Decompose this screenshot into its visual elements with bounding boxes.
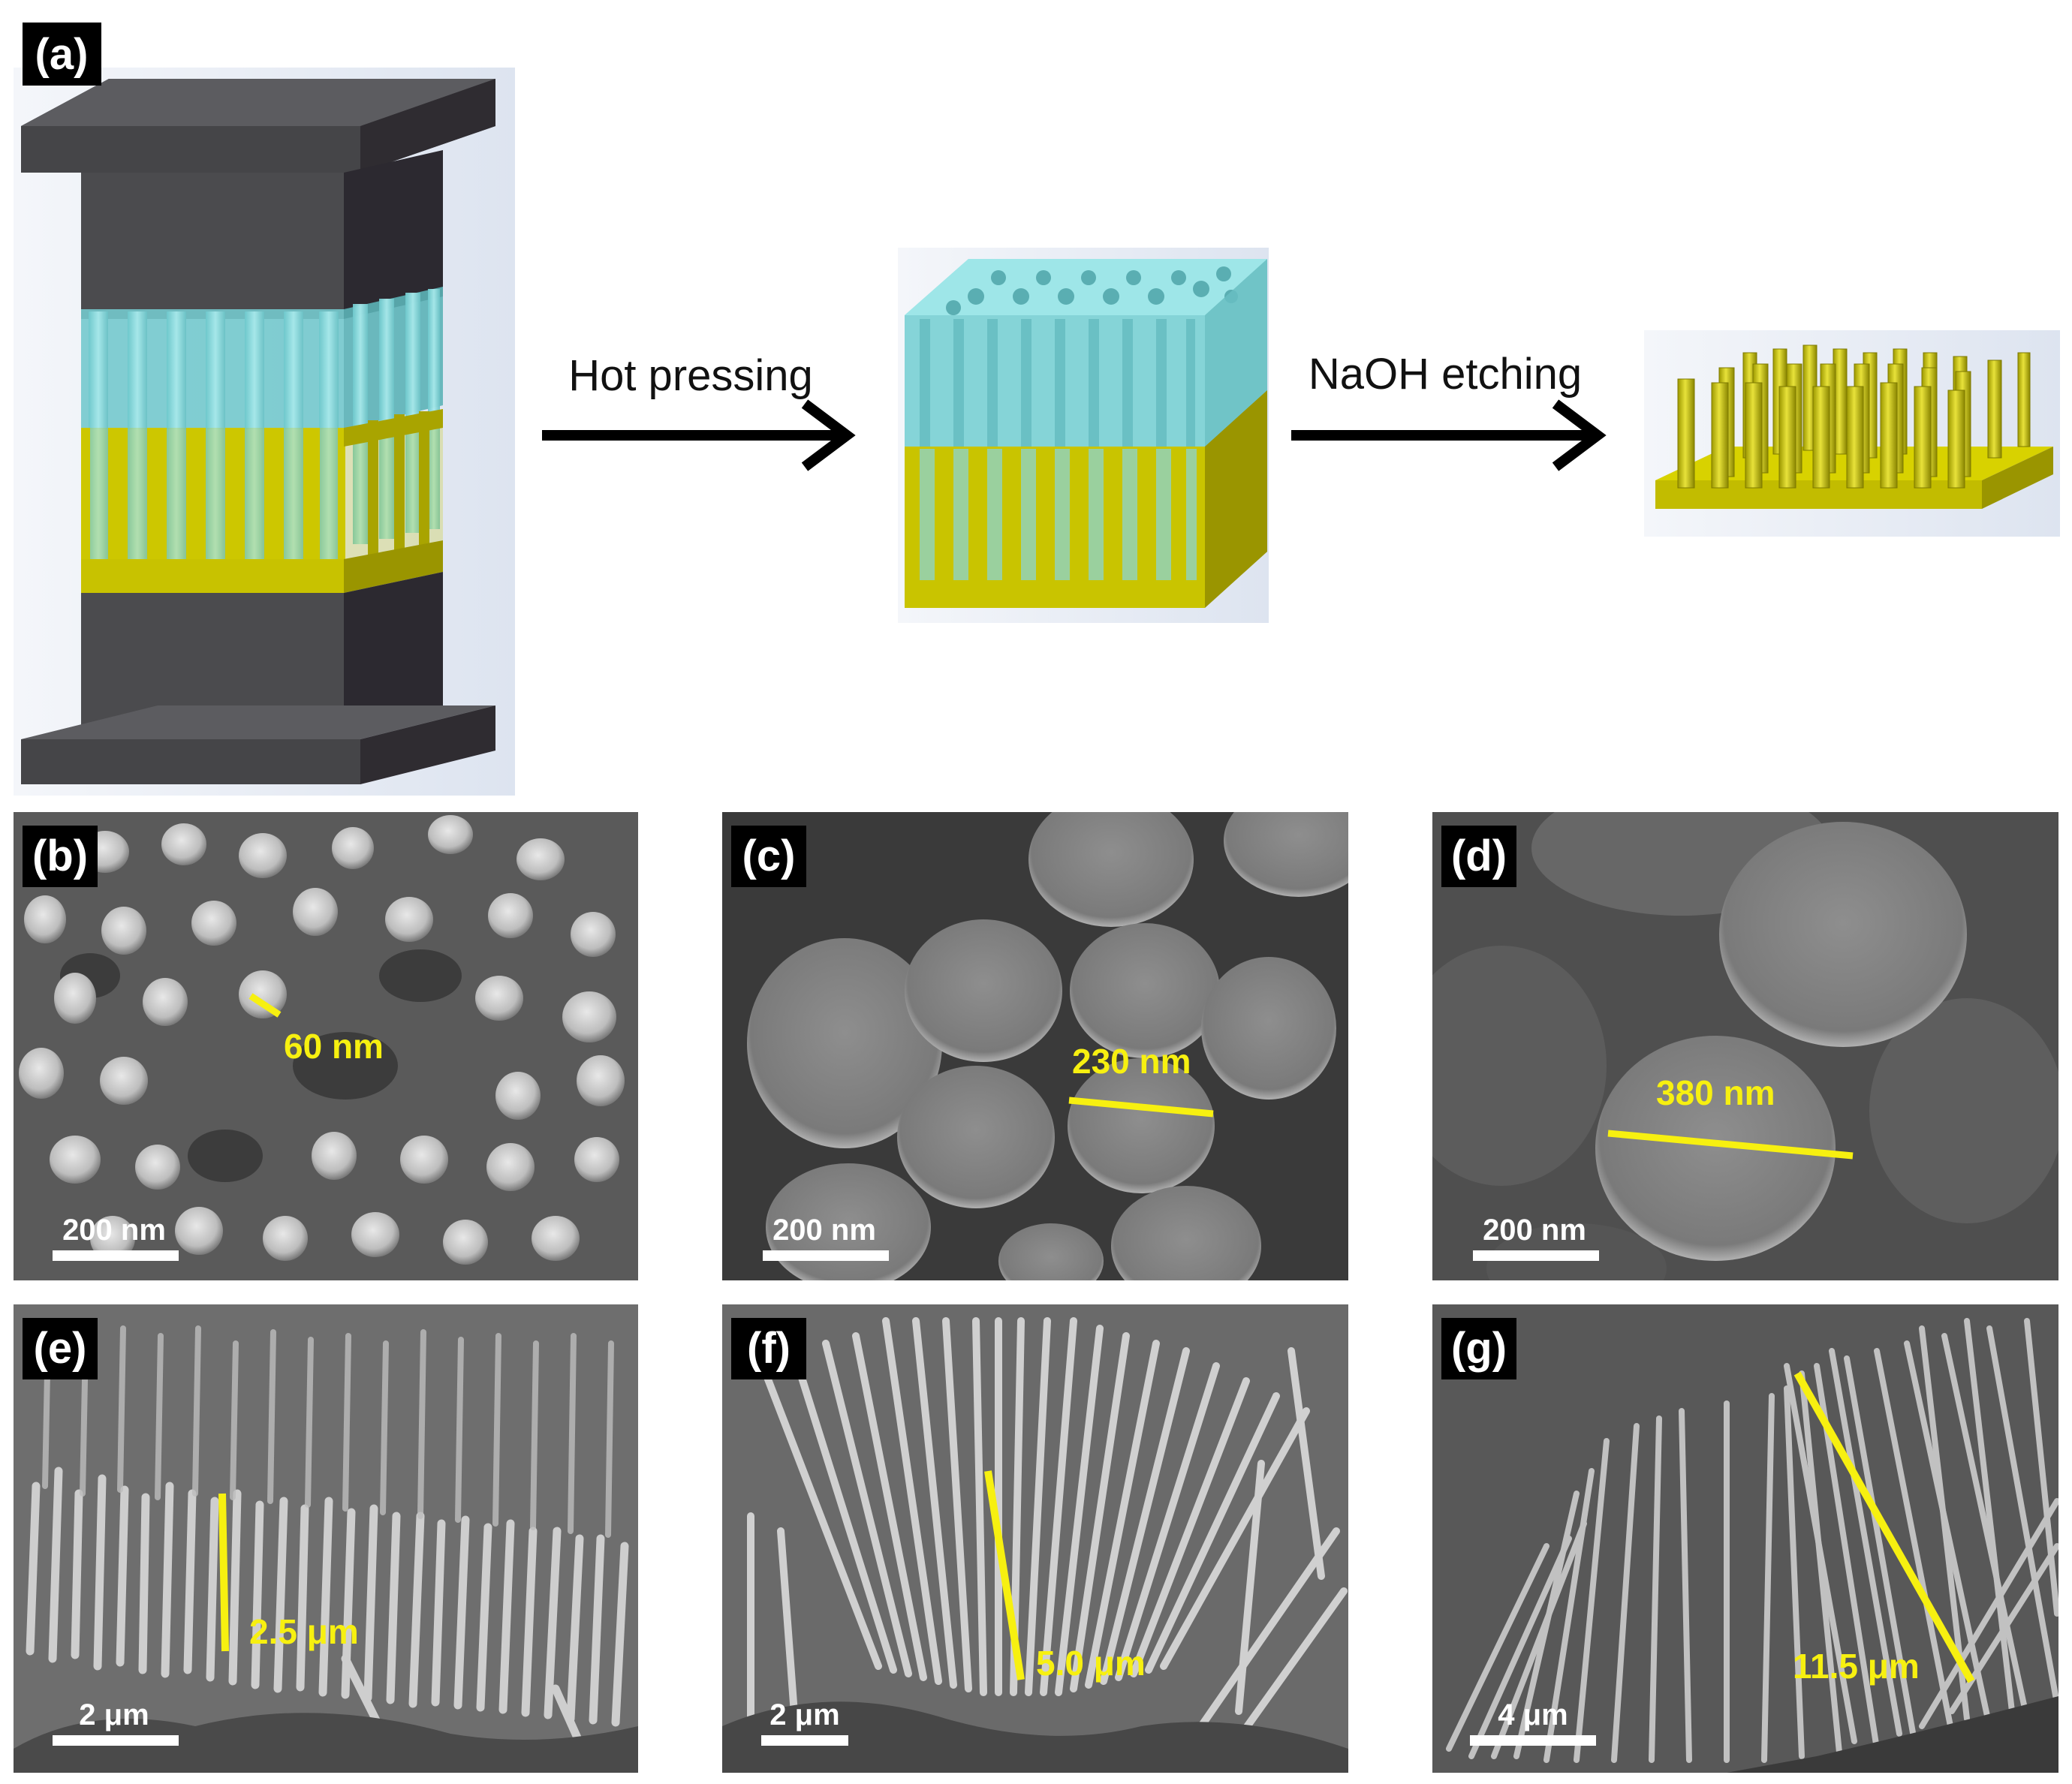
scale-bar-b [53,1250,179,1261]
measure-label-c: 230 nm [1072,1042,1191,1081]
measure-line-f [984,1470,1025,1680]
measure-label-g: 11.5 μm [1793,1647,1920,1686]
panel-c-label-box [731,826,806,887]
measure-line-c [1068,1097,1214,1118]
scale-bar-c [763,1250,889,1261]
step-naoh-etching-label: NaOH etching [1309,350,1582,399]
hot-press-apparatus [21,79,495,784]
measure-line-d [1607,1130,1854,1160]
measure-line-e [218,1493,229,1652]
panel-a: Hot pressing NaOH etching [14,23,2060,796]
panel-a-label: (a) [35,30,89,79]
measure-label-b: 60 nm [284,1027,384,1066]
panel-b-label-box [23,826,98,887]
scale-bar-label-e: 2 μm [79,1698,149,1731]
panel-c-label: (c) [742,832,796,880]
panel-d-label: (d) [1451,832,1507,880]
scale-bar-label-g: 4 μm [1498,1698,1568,1731]
scale-bar-f [761,1735,848,1746]
pores-b [19,815,625,1265]
scale-bar-g [1470,1735,1596,1746]
panel-f-label: (f) [747,1324,791,1373]
measure-line-g [1793,1371,1975,1683]
nanorod-array [1655,344,2053,509]
measure-label-e: 2.5 μm [249,1612,359,1651]
panel-f: 5.0 μm (f) 2 μm [722,1304,1348,1773]
panel-c: 230 nm (c) 200 nm [722,812,1348,1280]
scale-bar-label-f: 2 μm [769,1698,839,1731]
scale-bar-label-d: 200 nm [1483,1214,1586,1247]
panel-a-label-box [23,23,101,86]
panel-g-label: (g) [1451,1324,1507,1373]
nanowires-f [722,1317,1348,1773]
panel-b-label: (b) [32,832,88,880]
nanowires-g [1446,1318,2058,1773]
composite-block [905,259,1267,608]
hot-pressing-arrow [542,399,856,471]
rods-d [1432,812,2058,1280]
scale-bar-label-c: 200 nm [772,1214,876,1247]
scale-bar-label-b: 200 nm [62,1214,166,1247]
panel-f-label-box [731,1318,806,1379]
nanowires-e [14,1325,638,1773]
scale-bar-d [1473,1250,1599,1261]
panel-e-label: (e) [34,1324,87,1373]
scale-bar-e [53,1735,179,1746]
panel-e: 2.5 μm (e) 2 μm [14,1304,638,1773]
panel-e-label-box [23,1318,98,1379]
panel-d-label-box [1441,826,1516,887]
panel-g: 11.5 μm (g) 4 μm [1432,1304,2058,1773]
panel-g-label-box [1441,1318,1516,1379]
measure-line-b [248,993,282,1018]
naoh-etching-arrow [1291,399,1607,471]
panel-b: 60 nm (b) 200 nm [14,812,638,1280]
rods-c [747,812,1348,1280]
measure-label-d: 380 nm [1656,1073,1775,1112]
panel-d: 380 nm (d) 200 nm [1432,812,2058,1280]
measure-label-f: 5.0 μm [1036,1644,1146,1683]
step-hot-pressing-label: Hot pressing [568,351,813,400]
